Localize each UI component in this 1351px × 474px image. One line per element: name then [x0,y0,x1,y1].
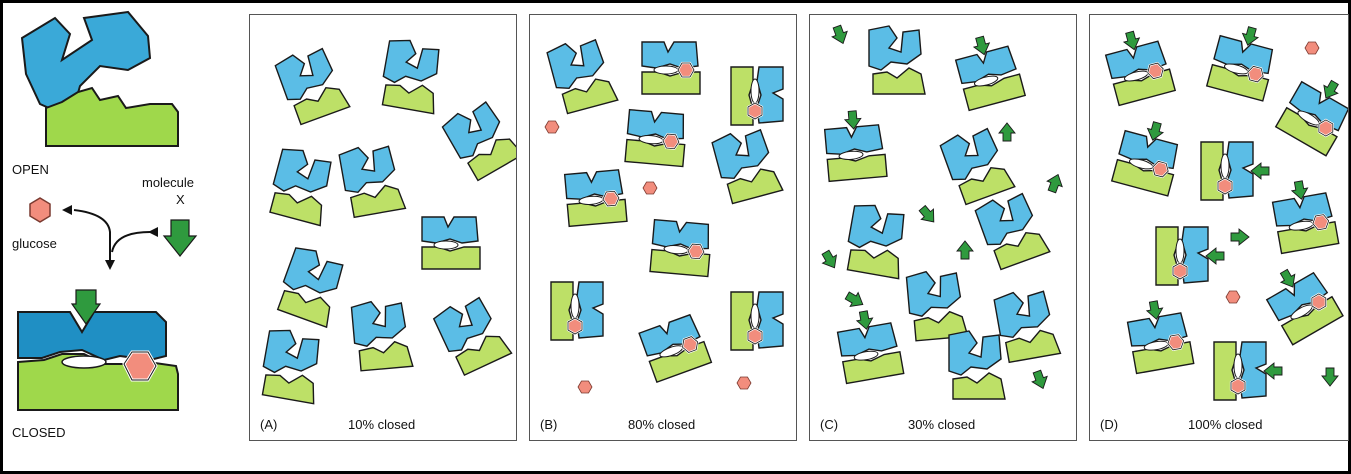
legend-diagram [17,10,198,411]
open-protein [276,247,344,329]
molecule-x [1031,369,1048,390]
closed-protein [730,291,784,351]
molecule-x [918,204,935,223]
glucose-molecule [736,376,752,390]
open-protein [350,300,414,372]
glucose-hexagon-icon [29,197,51,223]
open-protein [261,329,320,405]
open-protein [338,145,407,219]
open-protein [269,148,332,227]
arrow-head-left-icon [62,205,72,215]
open-protein [546,38,619,115]
open-protein [846,204,905,280]
molecule-x [956,240,974,260]
panel-d-caption: 100% closed [1188,417,1263,432]
molecule-x [844,291,864,308]
open-protein [381,39,440,115]
open-protein [274,47,351,126]
closed-protein [563,169,628,228]
closed-protein [1205,26,1274,102]
panel-a-caption: 10% closed [348,417,416,432]
closed-protein [954,35,1027,112]
open-protein [441,101,516,182]
molecule-x [1321,367,1339,387]
open-protein [948,330,1006,400]
arrow-head-down-icon [105,260,115,270]
closed-protein [641,41,701,95]
panel-c-proteins [821,24,1063,400]
molecule-x [831,24,848,45]
arrow-head-left-icon [148,227,158,237]
closed-protein [1200,141,1270,201]
closed-protein [638,313,713,384]
molecule-x [1230,228,1250,246]
glucose-molecule [577,380,593,394]
glucose-molecule [1304,41,1320,55]
molecule-label: molecule [142,175,195,190]
molecule-x [998,122,1016,142]
open-protein [993,290,1062,364]
closed-protein [1274,79,1348,157]
molecule-x [1046,173,1063,194]
closed-protein [730,66,784,126]
glucose-molecule [544,120,560,134]
closed-protein [550,281,604,341]
closed-protein [823,110,888,183]
panel-b-proteins [544,38,784,394]
molecule-x-icon [162,219,198,257]
closed-protein [1271,180,1340,255]
open-protein [974,192,1051,271]
open-protein [905,270,969,342]
open-protein-icon [20,10,179,147]
glucose-molecule [1225,290,1241,304]
closed-label: CLOSED [12,425,66,440]
closed-protein [836,310,905,385]
molecule-x [821,249,838,269]
open-protein [432,296,513,377]
closed-protein [624,108,686,168]
closed-protein [1155,226,1225,286]
glucose-label: glucose [12,236,57,251]
open-protein [939,127,1016,206]
panel-b-caption: 80% closed [628,417,696,432]
panel-b: (B) 80% closed [529,14,797,441]
panel-c-letter: (C) [820,417,839,432]
closed-protein [649,218,711,278]
panel-c-caption: 30% closed [908,417,976,432]
closed-protein [1265,268,1344,346]
panel-a: (A) 10% closed [249,14,517,441]
panel-a-letter: (A) [260,417,278,432]
binding-arrows [73,209,151,262]
closed-protein [1126,300,1195,375]
closed-protein [1110,121,1179,197]
panel-d-proteins [1104,26,1348,401]
open-protein [868,25,926,95]
closed-protein-icon [17,289,179,411]
panel-a-proteins [261,39,516,405]
panel-b-letter: (B) [540,417,558,432]
molecule-x-label: X [176,192,185,207]
panel-d: (D) 100% closed [1089,14,1349,441]
closed-protein [1104,30,1177,107]
panel-c: (C) 30% closed [809,14,1077,441]
open-protein [711,128,784,205]
panel-d-letter: (D) [1100,417,1119,432]
closed-protein [421,216,481,270]
open-label: OPEN [12,162,49,177]
glucose-molecule [642,181,658,195]
closed-protein [1213,341,1283,401]
